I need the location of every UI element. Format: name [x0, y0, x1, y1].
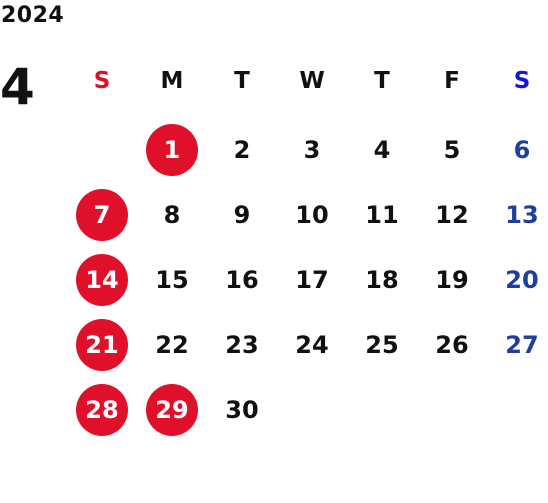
day-cell: 29: [146, 384, 198, 436]
weekday-header-sun: S: [93, 68, 111, 94]
weekday-header-fri: F: [444, 68, 460, 94]
month-number: 4: [0, 58, 35, 116]
day-cell: 21: [76, 319, 128, 371]
day-cell: 30: [225, 396, 259, 424]
weekday-header-mon: M: [160, 68, 184, 94]
day-cell: 17: [295, 266, 329, 294]
year-label: 2024: [1, 3, 65, 28]
day-cell: 6: [513, 136, 531, 164]
day-cell: 20: [505, 266, 539, 294]
day-cell: 3: [303, 136, 321, 164]
day-cell: 24: [295, 331, 329, 359]
day-cell: 8: [163, 201, 181, 229]
day-cell: 10: [295, 201, 329, 229]
weekday-header-wed: W: [299, 68, 325, 94]
weekday-header-sat: S: [513, 68, 531, 94]
day-cell: 16: [225, 266, 259, 294]
day-cell: 18: [365, 266, 399, 294]
day-cell: 28: [76, 384, 128, 436]
day-cell: 11: [365, 201, 399, 229]
day-cell: 5: [443, 136, 461, 164]
day-cell: 19: [435, 266, 469, 294]
day-cell: 22: [155, 331, 189, 359]
day-cell: 26: [435, 331, 469, 359]
day-cell: 25: [365, 331, 399, 359]
day-cell: 9: [233, 201, 251, 229]
day-cell: 27: [505, 331, 539, 359]
day-cell: 23: [225, 331, 259, 359]
day-cell: 12: [435, 201, 469, 229]
day-cell: 7: [76, 189, 128, 241]
day-cell: 2: [233, 136, 251, 164]
day-cell: 14: [76, 254, 128, 306]
day-cell: 4: [373, 136, 391, 164]
day-cell: 13: [505, 201, 539, 229]
day-cell: 15: [155, 266, 189, 294]
weekday-header-tue: T: [234, 68, 250, 94]
weekday-header-thu: T: [374, 68, 390, 94]
day-cell: 1: [146, 124, 198, 176]
